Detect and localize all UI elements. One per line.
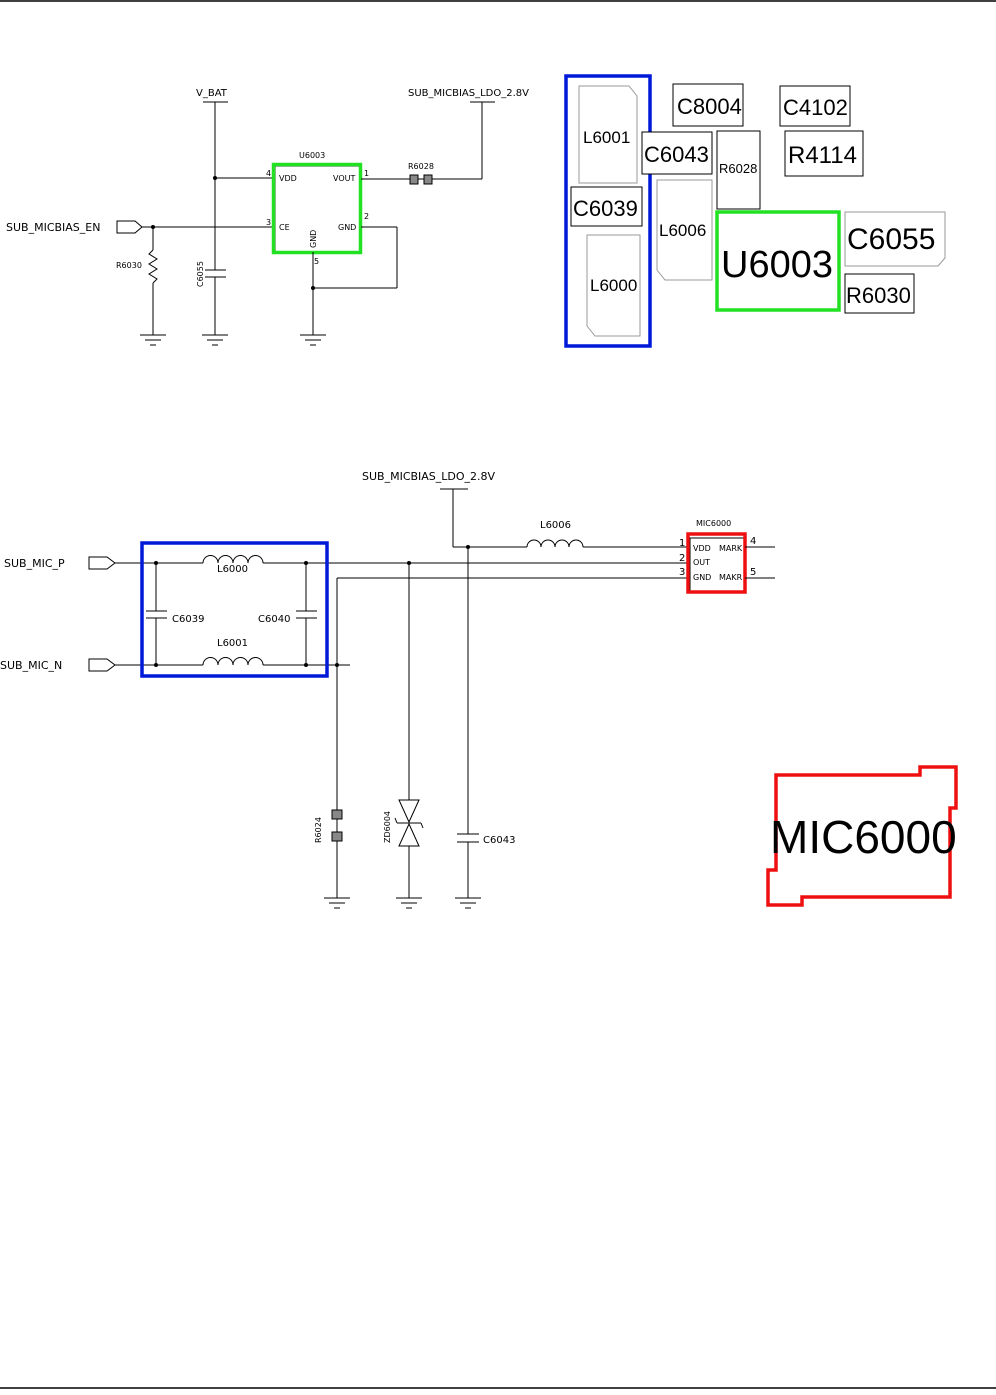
u6003-ref-label: U6003 (299, 151, 325, 160)
pin-number: 1 (679, 538, 685, 549)
mic-pin-makr: MAKR (719, 573, 743, 582)
pcb-layout-view: L6001 C6039 L6000 C8004 C4102 C6043 R602… (564, 74, 946, 348)
c4102-layout-label: C4102 (783, 95, 848, 120)
l6001-coil (202, 657, 264, 666)
ground-symbol (140, 334, 166, 346)
mic-pin-mark: MARK (719, 544, 743, 553)
ground-symbol (300, 334, 326, 346)
c6040-label: C6040 (258, 614, 290, 625)
mic6000-footprint: MIC6000 (766, 765, 958, 907)
mic6000-footprint-highlight (766, 765, 958, 907)
r6024-symbol (331, 809, 343, 842)
mic-schematic: SUB_MICBIAS_LDO_2.8V L6006 SUB_MIC_P SUB… (0, 470, 775, 909)
mic-n-port-symbol (88, 658, 116, 672)
c8004-layout-label: C8004 (677, 94, 742, 119)
ground-symbol (396, 897, 422, 909)
l6001-layout-label: L6001 (583, 128, 630, 147)
l6006-pad-outline (656, 179, 713, 281)
ldo-out-rail-label: SUB_MICBIAS_LDO_2.8V (408, 88, 529, 99)
ldo-schematic: V_BAT C6055 SUB_MICBIAS_EN R6030 (6, 88, 529, 346)
enable-port-symbol (116, 220, 143, 234)
l6000-layout-label: L6000 (590, 276, 637, 295)
enable-net-label: SUB_MICBIAS_EN (6, 221, 100, 234)
mic-p-input-label: SUB_MIC_P (4, 557, 65, 570)
r6030-layout-label: R6030 (846, 283, 911, 308)
c8004-layout-box (672, 83, 744, 127)
u6003-layout-highlight (715, 210, 841, 312)
pin-number: 3 (266, 218, 271, 227)
l6006-layout-label: L6006 (659, 221, 706, 240)
mic-pin-vdd: VDD (693, 544, 711, 553)
pin-number: 2 (679, 553, 685, 564)
filter-schematic-highlight (140, 541, 329, 678)
mic6000-footprint-label: MIC6000 (770, 811, 957, 863)
r6028-layout-label: R6028 (719, 161, 757, 176)
r6028-symbol (409, 174, 433, 185)
mic-pin-out: OUT (693, 558, 710, 567)
mic-p-port-symbol (88, 556, 116, 570)
u6003-schematic-highlight (271, 162, 363, 255)
zd6004-symbol (394, 799, 424, 847)
r4114-layout-box (784, 130, 864, 177)
pin-number: 4 (266, 169, 271, 178)
r4114-layout-label: R4114 (788, 142, 857, 169)
c6043-layout-box (641, 131, 713, 175)
mic6000-body (689, 537, 746, 593)
c6039-layout-box (570, 186, 643, 227)
mic6000-schematic-highlight (686, 532, 747, 594)
l6001-pad-outline (578, 85, 638, 184)
r6030-symbol (148, 249, 158, 284)
mic-pin-gnd: GND (693, 573, 711, 582)
c6039-layout-label: C6039 (573, 196, 638, 221)
l6000-label: L6000 (217, 564, 248, 575)
r6024-label: R6024 (314, 817, 323, 843)
r6028-label: R6028 (408, 162, 434, 171)
u6003-pin-gnd-bottom: GND (309, 230, 318, 248)
ground-symbol (455, 897, 481, 909)
c4102-layout-box (779, 85, 851, 127)
pin-number: 1 (364, 169, 369, 178)
l6000-coil (202, 555, 264, 564)
r6030-label: R6030 (116, 261, 142, 270)
filter-layout-highlight (564, 74, 652, 348)
pin-number: 4 (750, 536, 756, 547)
zd6004-label: ZD6004 (383, 811, 392, 843)
r6030-layout-box (844, 273, 915, 314)
c6043-label: C6043 (483, 835, 515, 846)
junction-dot (311, 286, 315, 290)
c6055-pad-outline (844, 211, 946, 267)
vbat-rail-label: V_BAT (196, 88, 228, 99)
pin-number: 2 (364, 212, 369, 221)
mic-supply-label: SUB_MICBIAS_LDO_2.8V (362, 470, 496, 483)
u6003-layout-label: U6003 (721, 244, 833, 286)
ground-symbol (324, 897, 350, 909)
u6003-pin-vdd: VDD (279, 174, 297, 183)
u6003-pin-ce: CE (279, 223, 290, 232)
mic6000-ref-label: MIC6000 (696, 519, 731, 528)
c6043-layout-label: C6043 (644, 142, 709, 167)
c6039-label: C6039 (172, 614, 204, 625)
l6006-label: L6006 (540, 520, 571, 531)
mic-n-input-label: SUB_MIC_N (0, 659, 62, 672)
u6003-pin-gnd-right: GND (338, 223, 356, 232)
l6000-pad-outline (586, 234, 641, 337)
l6001-label: L6001 (217, 638, 248, 649)
pin-number: 5 (750, 567, 756, 578)
pin-number: 5 (314, 257, 319, 266)
u6003-pin-vout: VOUT (333, 174, 355, 183)
c6055-label: C6055 (196, 261, 205, 287)
pin-number: 3 (679, 567, 685, 578)
l6006-coil (526, 539, 584, 548)
ground-symbol (202, 334, 228, 346)
c6055-layout-label: C6055 (847, 223, 935, 256)
r6028-layout-box (716, 130, 761, 210)
